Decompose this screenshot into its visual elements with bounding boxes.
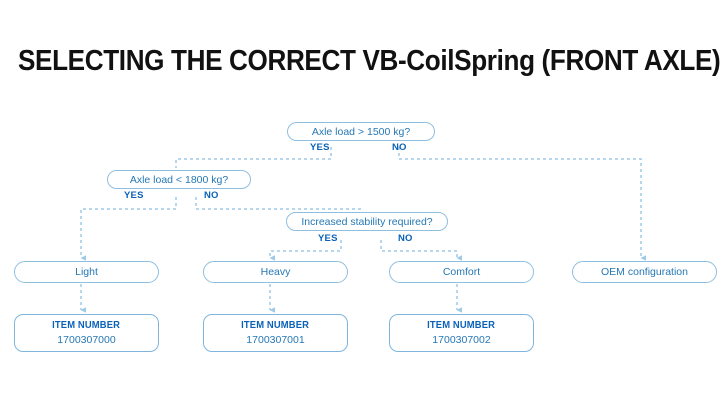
outcome-label: OEM configuration	[601, 266, 688, 278]
connector-d3-yes	[269, 240, 342, 261]
decision-increased-stability[interactable]: Increased stability required?	[286, 212, 448, 231]
page-title: SELECTING THE CORRECT VB-CoilSpring (FRO…	[18, 45, 720, 77]
branch-label-d1-no: NO	[392, 142, 407, 153]
connector-d2-yes	[80, 197, 177, 261]
outcome-light[interactable]: Light	[14, 261, 159, 283]
connector-d2-no	[195, 197, 362, 212]
item-number-value: 1700307002	[432, 333, 491, 346]
outcome-comfort[interactable]: Comfort	[389, 261, 534, 283]
outcome-label: Light	[75, 266, 98, 278]
connector-d3-no	[380, 240, 462, 261]
outcome-oem-configuration[interactable]: OEM configuration	[572, 261, 717, 283]
item-number-box-heavy[interactable]: ITEM NUMBER 1700307001	[203, 314, 348, 352]
branch-label-d2-yes: YES	[124, 190, 144, 201]
item-number-value: 1700307000	[57, 333, 116, 346]
item-number-value: 1700307001	[246, 333, 305, 346]
decision-axle-load-1500[interactable]: Axle load > 1500 kg?	[287, 122, 435, 141]
item-number-box-comfort[interactable]: ITEM NUMBER 1700307002	[389, 314, 534, 352]
branch-label-d2-no: NO	[204, 190, 219, 201]
connector-d1-no	[398, 147, 646, 261]
branch-label-d3-no: NO	[398, 233, 413, 244]
decision-label: Axle load < 1800 kg?	[129, 173, 229, 186]
item-number-label: ITEM NUMBER	[241, 319, 310, 331]
decision-label: Axle load > 1500 kg?	[311, 125, 411, 138]
connector-d1-yes	[175, 147, 332, 168]
item-number-label: ITEM NUMBER	[427, 319, 496, 331]
item-number-label: ITEM NUMBER	[52, 319, 121, 331]
item-number-box-light[interactable]: ITEM NUMBER 1700307000	[14, 314, 159, 352]
decision-label: Increased stability required?	[301, 215, 433, 228]
outcome-heavy[interactable]: Heavy	[203, 261, 348, 283]
outcome-label: Heavy	[260, 266, 291, 278]
branch-label-d1-yes: YES	[310, 142, 330, 153]
decision-axle-load-1800[interactable]: Axle load < 1800 kg?	[107, 170, 251, 189]
outcome-label: Comfort	[442, 266, 481, 278]
branch-label-d3-yes: YES	[318, 233, 338, 244]
